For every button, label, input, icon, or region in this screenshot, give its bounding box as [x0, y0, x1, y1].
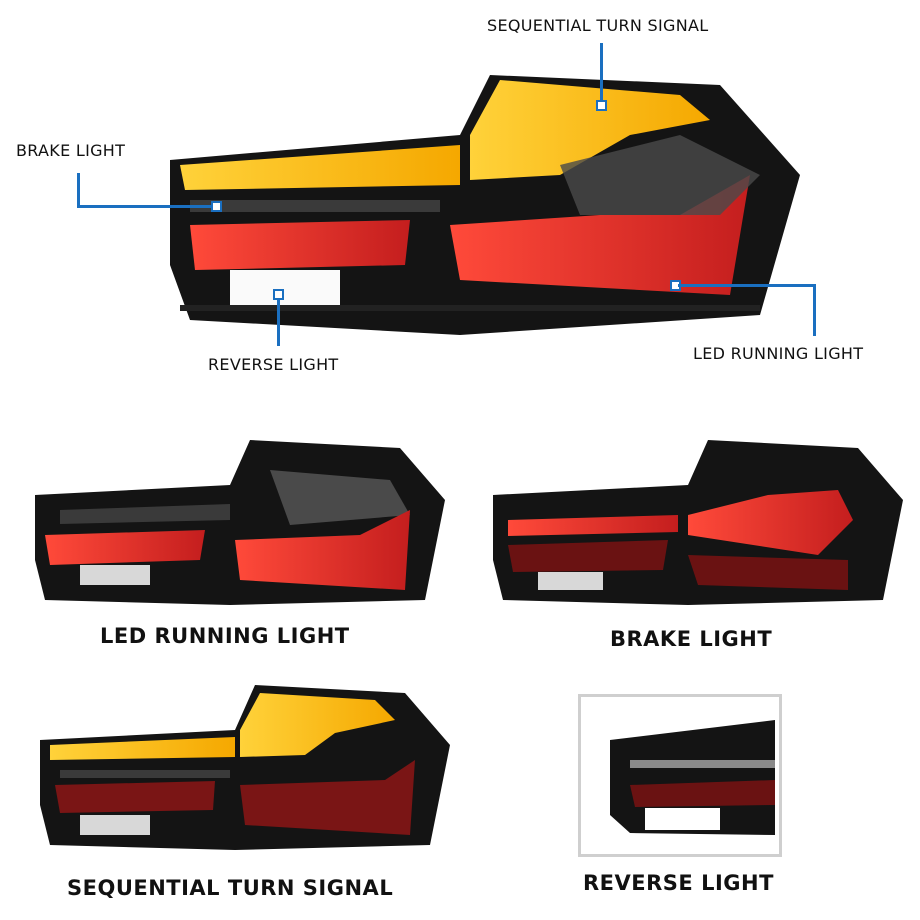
panel-caption-sequential: SEQUENTIAL TURN SIGNAL: [67, 876, 394, 900]
callout-line-brake-v: [77, 173, 80, 207]
callout-label-brake: BRAKE LIGHT: [16, 141, 126, 160]
callout-line-running-v: [813, 284, 816, 336]
panel-reverse-image: [610, 720, 775, 835]
callout-label-running: LED RUNNING LIGHT: [693, 344, 864, 363]
callout-line-running-h: [678, 284, 815, 287]
panel-caption-running: LED RUNNING LIGHT: [100, 624, 350, 648]
callout-label-sequential: SEQUENTIAL TURN SIGNAL: [487, 16, 709, 35]
panel-brake-image: [493, 440, 903, 605]
callout-label-reverse: REVERSE LIGHT: [208, 355, 339, 374]
hero-taillight-image: [170, 75, 800, 335]
callout-marker-sequential: [596, 100, 607, 111]
callout-marker-brake: [211, 201, 222, 212]
callout-line-sequential: [600, 43, 603, 103]
panel-caption-reverse: REVERSE LIGHT: [583, 871, 774, 895]
callout-line-brake-h: [77, 205, 214, 208]
panel-sequential-image: [40, 685, 450, 850]
panel-caption-brake: BRAKE LIGHT: [610, 627, 773, 651]
panel-running-image: [35, 440, 445, 605]
callout-line-reverse: [277, 298, 280, 346]
